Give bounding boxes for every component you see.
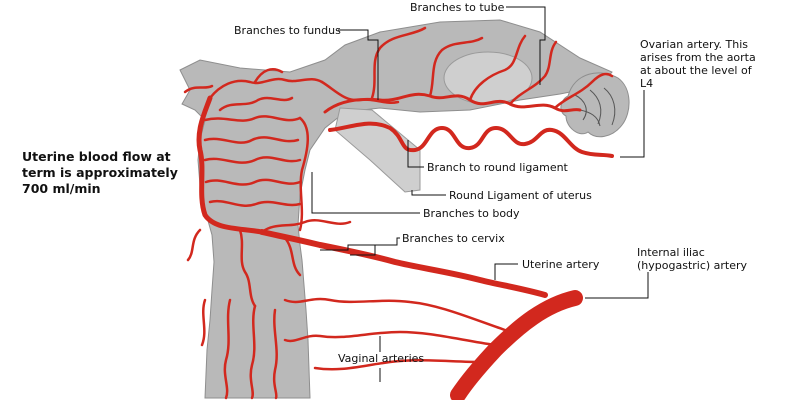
left-lateral-branches [183, 84, 214, 347]
leader-lines [311, 6, 649, 382]
label-uterine-artery: Uterine artery [522, 258, 600, 271]
leader-tube [506, 6, 546, 85]
leader-uterine [494, 263, 518, 280]
internal-iliac-artery [450, 290, 583, 400]
uterus-body [179, 19, 613, 399]
ovarian-artery [328, 121, 614, 158]
tube-branches [370, 26, 614, 110]
leader-fundus [338, 29, 379, 100]
label-branches-to-fundus: Branches to fundus [234, 24, 341, 37]
label-vaginal-arteries: Vaginal arteries [338, 352, 424, 365]
label-branches-to-tube: Branches to tube [410, 1, 505, 14]
leader-ovarian [620, 90, 645, 158]
leader-round-branch [407, 140, 424, 168]
label-ovarian-artery: Ovarian artery. This arises from the aor… [640, 38, 759, 90]
label-branch-to-round-ligament: Branch to round ligament [427, 161, 569, 174]
uterine-ascending-branch [196, 95, 265, 235]
labels: Branches to fundus Branches to tube Ovar… [22, 1, 759, 365]
uterine-artery [259, 229, 548, 298]
label-round-ligament: Round Ligament of uterus [449, 189, 592, 202]
leader-body [311, 172, 420, 214]
leader-round-ligament [411, 190, 446, 196]
label-internal-iliac: Internal iliac (hypogastric) artery [637, 246, 748, 272]
arteries [183, 26, 614, 400]
cervix-branches [238, 219, 352, 308]
vaginal-arteries-paths [223, 297, 507, 400]
label-branches-to-cervix: Branches to cervix [402, 232, 505, 245]
body-branches [203, 96, 309, 232]
anatomy-tissue [179, 19, 630, 399]
note-uterine-blood-flow: Uterine blood flow at term is approximat… [22, 149, 182, 196]
leader-iliac [585, 272, 649, 299]
label-branches-to-body: Branches to body [423, 207, 520, 220]
leader-cervix [320, 237, 400, 256]
